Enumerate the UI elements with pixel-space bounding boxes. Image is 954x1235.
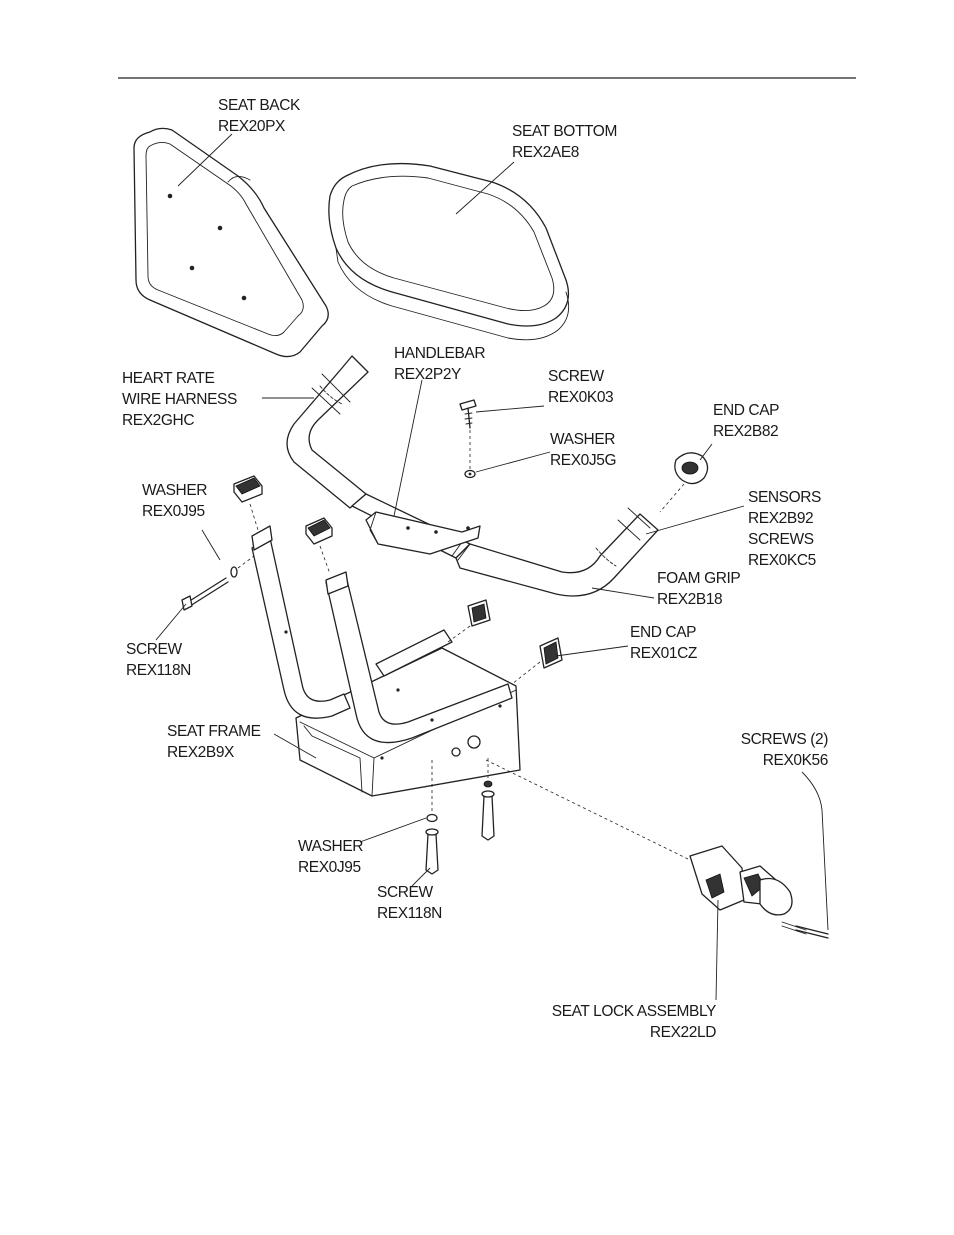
- label-end-cap-frame-name: END CAP: [630, 624, 697, 641]
- label-screw-bottom: SCREW REX118N: [377, 882, 442, 924]
- label-screws-lock-part: REX0K56: [762, 752, 829, 769]
- label-seat-frame-part: REX2B9X: [167, 744, 234, 761]
- label-end-cap-top-part: REX2B82: [713, 423, 779, 440]
- label-sensors-part2: REX0KC5: [748, 552, 816, 569]
- label-screws-lock: SCREWS (2) REX0K56: [740, 729, 829, 771]
- label-screw-top: SCREW REX0K03: [548, 366, 614, 408]
- label-handlebar: HANDLEBAR REX2P2Y: [394, 343, 486, 385]
- frame-end-caps-drawing: [447, 599, 563, 685]
- label-screw-top-name: SCREW: [548, 368, 604, 385]
- label-seat-back: SEAT BACK REX20PX: [218, 95, 300, 137]
- leader-lines: [155, 133, 829, 1001]
- label-screw-left: SCREW REX118N: [126, 639, 191, 681]
- label-washer-left-name: WASHER: [142, 482, 208, 499]
- label-sensors-part1: REX2B92: [748, 510, 814, 527]
- label-end-cap-top-name: END CAP: [713, 402, 780, 419]
- label-sensors-line1: SENSORS: [748, 489, 821, 506]
- label-heart-rate-part: REX2GHC: [122, 412, 195, 429]
- label-end-cap-top: END CAP REX2B82: [713, 400, 780, 442]
- label-seat-bottom-part: REX2AE8: [512, 144, 579, 161]
- label-heart-rate-harness: HEART RATE WIRE HARNESS REX2GHC: [122, 368, 237, 431]
- label-seat-frame-name: SEAT FRAME: [167, 723, 261, 740]
- seat-back-drawing: [133, 127, 329, 358]
- label-end-cap-frame: END CAP REX01CZ: [630, 622, 697, 664]
- label-end-cap-frame-part: REX01CZ: [630, 645, 697, 662]
- label-seat-frame: SEAT FRAME REX2B9X: [167, 721, 261, 763]
- label-seat-bottom-name: SEAT BOTTOM: [512, 123, 617, 140]
- label-washer-top: WASHER REX0J5G: [550, 429, 617, 471]
- label-seat-bottom: SEAT BOTTOM REX2AE8: [512, 121, 617, 163]
- label-seat-lock: SEAT LOCK ASSEMBLY REX22LD: [551, 1001, 717, 1043]
- label-washer-bottom-name: WASHER: [298, 838, 364, 855]
- label-screw-top-part: REX0K03: [548, 389, 614, 406]
- label-screw-left-name: SCREW: [126, 641, 182, 658]
- handlebar-screw-drawing: [459, 399, 477, 479]
- label-seat-back-part: REX20PX: [218, 118, 285, 135]
- handlebar-end-cap-drawing: [659, 452, 709, 513]
- bottom-screws-drawing: [425, 758, 495, 875]
- label-screw-bottom-name: SCREW: [377, 884, 433, 901]
- label-washer-top-name: WASHER: [550, 431, 616, 448]
- label-washer-bottom-part: REX0J95: [298, 859, 361, 876]
- label-washer-top-part: REX0J5G: [550, 452, 617, 469]
- label-washer-left: WASHER REX0J95: [142, 480, 207, 522]
- label-seat-back-name: SEAT BACK: [218, 97, 300, 114]
- seat-bottom-drawing: [328, 162, 570, 341]
- label-sensors: SENSORS REX2B92 SCREWS REX0KC5: [748, 487, 821, 571]
- label-screw-left-part: REX118N: [126, 662, 191, 679]
- label-handlebar-name: HANDLEBAR: [394, 345, 486, 362]
- frame-top-caps-drawing: [233, 475, 333, 575]
- label-washer-bottom: WASHER REX0J95: [298, 836, 363, 878]
- label-washer-left-part: REX0J95: [142, 503, 205, 520]
- label-sensors-line2: SCREWS: [748, 531, 814, 548]
- label-foam-grip-part: REX2B18: [657, 591, 723, 608]
- label-handlebar-part: REX2P2Y: [394, 366, 461, 383]
- handlebar-drawing: [286, 355, 659, 597]
- label-heart-rate-line2: WIRE HARNESS: [122, 391, 237, 408]
- label-seat-lock-name: SEAT LOCK ASSEMBLY: [551, 1003, 717, 1020]
- label-screws-lock-name: SCREWS (2): [740, 731, 829, 748]
- side-screw-drawing: [181, 555, 255, 611]
- label-heart-rate-line1: HEART RATE: [122, 370, 215, 387]
- seat-lock-drawing: [485, 759, 829, 939]
- label-foam-grip: FOAM GRIP REX2B18: [657, 568, 741, 610]
- label-foam-grip-name: FOAM GRIP: [657, 570, 741, 587]
- seat-frame-drawing: [251, 525, 521, 797]
- label-screw-bottom-part: REX118N: [377, 905, 442, 922]
- label-seat-lock-part: REX22LD: [649, 1024, 717, 1041]
